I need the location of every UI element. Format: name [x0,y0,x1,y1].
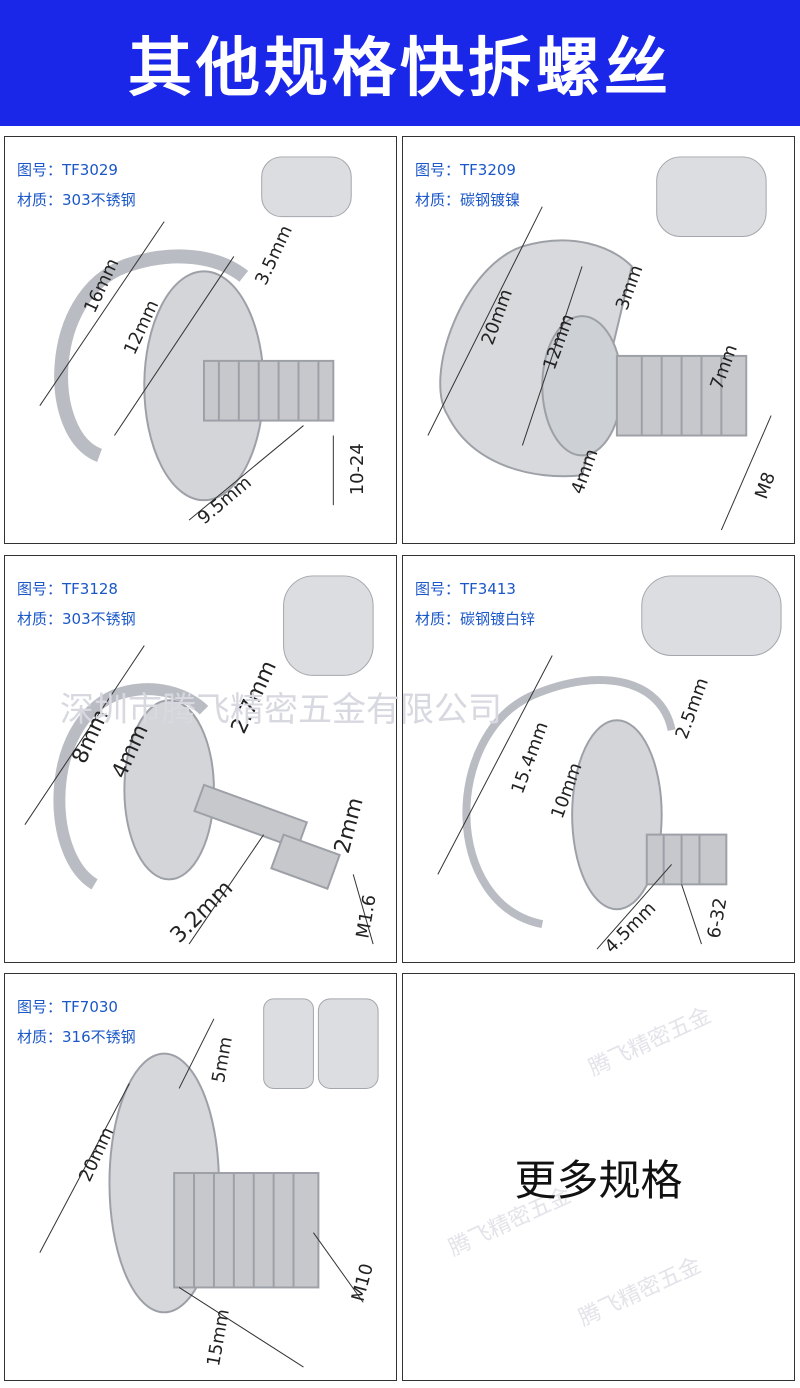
dim-10-24: 10-24 [347,443,368,495]
product-card-tf3029: 16mm 12mm 3.5mm 9.5mm 10-24 图号：TF3029 材质… [4,136,397,544]
model-number: TF3209 [460,161,516,179]
dim-m1-6: M1.6 [352,893,380,940]
screw-illustration: 16mm 12mm 3.5mm 9.5mm 10-24 [39,156,368,529]
spec-block: 图号：TF3029 材质：303不锈钢 [17,155,136,215]
spec-block: 图号：TF3209 材质：碳钢镀镍 [415,155,520,215]
dim-3-5mm: 3.5mm [251,222,297,288]
more-specs-label: 更多规格 [514,1155,683,1205]
product-card-tf3413: 15.4mm 10mm 2.5mm 4.5mm 6-32 图号：TF3413 材… [402,555,795,963]
model-prefix: 图号： [17,580,63,598]
spec-block: 图号：TF3128 材质：303不锈钢 [17,574,136,634]
model-number: TF3128 [62,580,118,598]
model-number: TF7030 [62,998,118,1016]
product-card-tf7030: 20mm 5mm 15mm M10 图号：TF7030 材质：316不锈钢 [4,973,397,1381]
header-banner: 其他规格快拆螺丝 [0,0,800,126]
more-specs-card: 腾飞精密五金 腾飞精密五金 腾飞精密五金 更多规格 [402,973,795,1381]
screw-illustration: 20mm 5mm 15mm M10 [39,998,379,1368]
dim-2-7mm: 2.7mm [227,657,282,738]
material-prefix: 材质： [17,191,63,209]
material-value: 碳钢镀白锌 [460,610,536,628]
model-prefix: 图号： [17,998,63,1016]
product-card-tf3209: 20mm 12mm 3mm 7mm 4mm M8 图号：TF3209 材质：碳钢… [402,136,795,544]
dim-15mm: 15mm [203,1308,234,1368]
material-value: 316不锈钢 [62,1028,136,1046]
dim-2-5mm: 2.5mm [672,675,713,742]
dim-6-32: 6-32 [704,896,732,940]
dim-3-2mm: 3.2mm [166,876,238,948]
dim-2mm: 2mm [330,795,369,856]
model-prefix: 图号： [415,161,461,179]
material-prefix: 材质： [415,191,461,209]
product-card-tf3128: 8mm 4mm 2.7mm 2mm 3.2mm M1.6 图号：TF3128 材… [4,555,397,963]
spec-block: 图号：TF7030 材质：316不锈钢 [17,992,136,1052]
dim-5mm: 5mm [208,1035,237,1084]
page-title: 其他规格快拆螺丝 [128,32,672,106]
spec-block: 图号：TF3413 材质：碳钢镀白锌 [415,574,535,634]
dim-15-4mm: 15.4mm [507,719,552,796]
material-prefix: 材质： [415,610,461,628]
screw-illustration: 20mm 12mm 3mm 7mm 4mm M8 [427,156,780,531]
model-number: TF3029 [62,161,118,179]
dim-m8: M8 [751,469,780,501]
material-value: 303不锈钢 [62,610,136,628]
model-number: TF3413 [460,580,516,598]
screw-illustration: 15.4mm 10mm 2.5mm 4.5mm 6-32 [437,575,782,958]
model-prefix: 图号： [415,580,461,598]
dim-m10: M10 [348,1261,378,1303]
screw-illustration: 8mm 4mm 2.7mm 2mm 3.2mm M1.6 [24,575,381,948]
material-prefix: 材质： [17,610,63,628]
material-value: 303不锈钢 [62,191,136,209]
material-prefix: 材质： [17,1028,63,1046]
material-value: 碳钢镀镍 [460,191,521,209]
model-prefix: 图号： [17,161,63,179]
